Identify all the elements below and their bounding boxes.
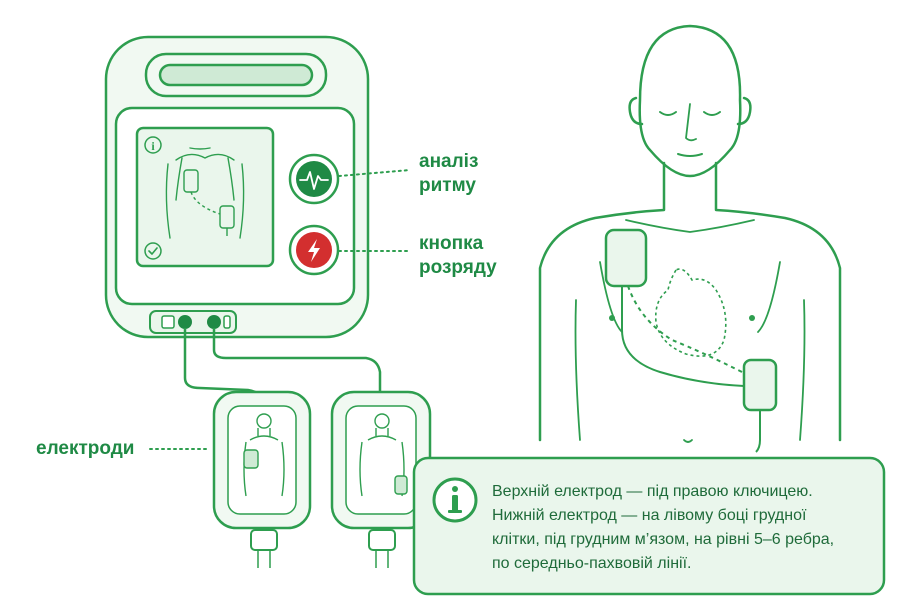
aed-screen (135, 126, 275, 268)
aed-device (104, 35, 370, 339)
screen-torso (165, 147, 245, 239)
connector-ports (149, 310, 237, 334)
info-icon (432, 477, 478, 523)
info-line-1: Верхній електрод — під правою ключицею. (492, 483, 813, 500)
heart-outline (654, 268, 727, 357)
mouth (677, 153, 703, 157)
leader-lines (149, 169, 411, 450)
rhythm-leader (338, 169, 411, 177)
shock-label-line-2: розряду (419, 257, 497, 278)
rhythm-analysis-label: аналіз ритму (419, 150, 478, 198)
electrode-pad-1 (212, 390, 312, 568)
screen-lower-electrode (219, 205, 235, 229)
rhythm-analysis-button[interactable] (288, 153, 340, 205)
info-line-4: по середньо-пахвовій лінії. (492, 555, 692, 572)
rhythm-label-line-2: ритму (419, 175, 476, 196)
info-box (412, 456, 886, 596)
lightning-bolt-icon (308, 239, 320, 262)
shock-button-label: кнопка розряду (419, 232, 497, 280)
info-line-3: клітки, під грудним м’язом, на рівні 5–6… (492, 531, 835, 548)
electrode-pad-2 (330, 390, 432, 568)
eyes (659, 111, 721, 116)
info-text: Верхній електрод — під правою ключицею. … (492, 480, 872, 576)
upper-electrode (604, 228, 648, 288)
electrodes-label: електроди (36, 438, 135, 459)
screen-info-icon: i (144, 136, 162, 154)
head (638, 24, 742, 178)
rhythm-label-line-1: аналіз (419, 151, 479, 172)
screen-upper-electrode (183, 169, 199, 193)
shock-button[interactable] (288, 224, 340, 276)
shock-label-line-1: кнопка (419, 233, 484, 254)
info-line-2: Нижній електрод — на лівому боці грудної (492, 507, 807, 524)
lower-electrode (742, 358, 778, 412)
patient-electrodes (604, 228, 778, 453)
screen-checkmark-icon (144, 242, 162, 260)
svg-text:i: i (151, 139, 155, 153)
person (538, 24, 842, 443)
heart-rhythm-icon (299, 171, 329, 190)
